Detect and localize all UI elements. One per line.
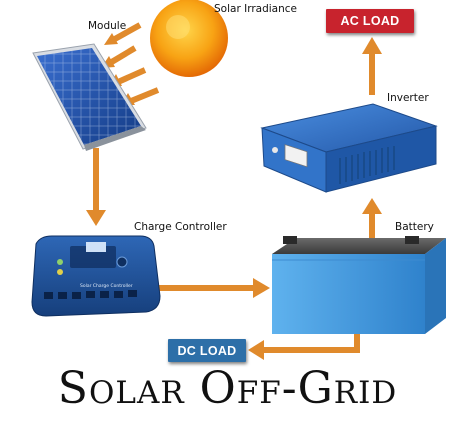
controller-to-battery-arrow bbox=[158, 278, 270, 298]
battery-to-dc-load-arrow bbox=[248, 330, 360, 360]
sun-icon bbox=[150, 0, 228, 77]
diagram-title: Solar Off-Grid bbox=[57, 363, 398, 414]
ac-load-badge: AC LOAD bbox=[326, 9, 414, 33]
battery-icon bbox=[272, 236, 446, 334]
solar-irradiance-label: Solar Irradiance bbox=[214, 3, 297, 15]
battery-label: Battery bbox=[395, 221, 434, 233]
irradiance-arrow bbox=[104, 22, 142, 45]
solar-panel-icon bbox=[32, 43, 147, 151]
battery-to-inverter-arrow bbox=[362, 198, 382, 240]
inverter-icon bbox=[260, 103, 438, 193]
controller-caption: Solar Charge Controller bbox=[80, 283, 133, 289]
charge-controller-label: Charge Controller bbox=[134, 221, 227, 233]
dc-load-badge: DC LOAD bbox=[168, 339, 246, 362]
module-label: Module bbox=[88, 20, 127, 32]
inverter-label: Inverter bbox=[387, 92, 429, 104]
module-to-controller-arrow bbox=[86, 148, 106, 226]
charge-controller-icon: Solar Charge Controller bbox=[31, 235, 161, 317]
inverter-to-ac-load-arrow bbox=[362, 37, 382, 95]
